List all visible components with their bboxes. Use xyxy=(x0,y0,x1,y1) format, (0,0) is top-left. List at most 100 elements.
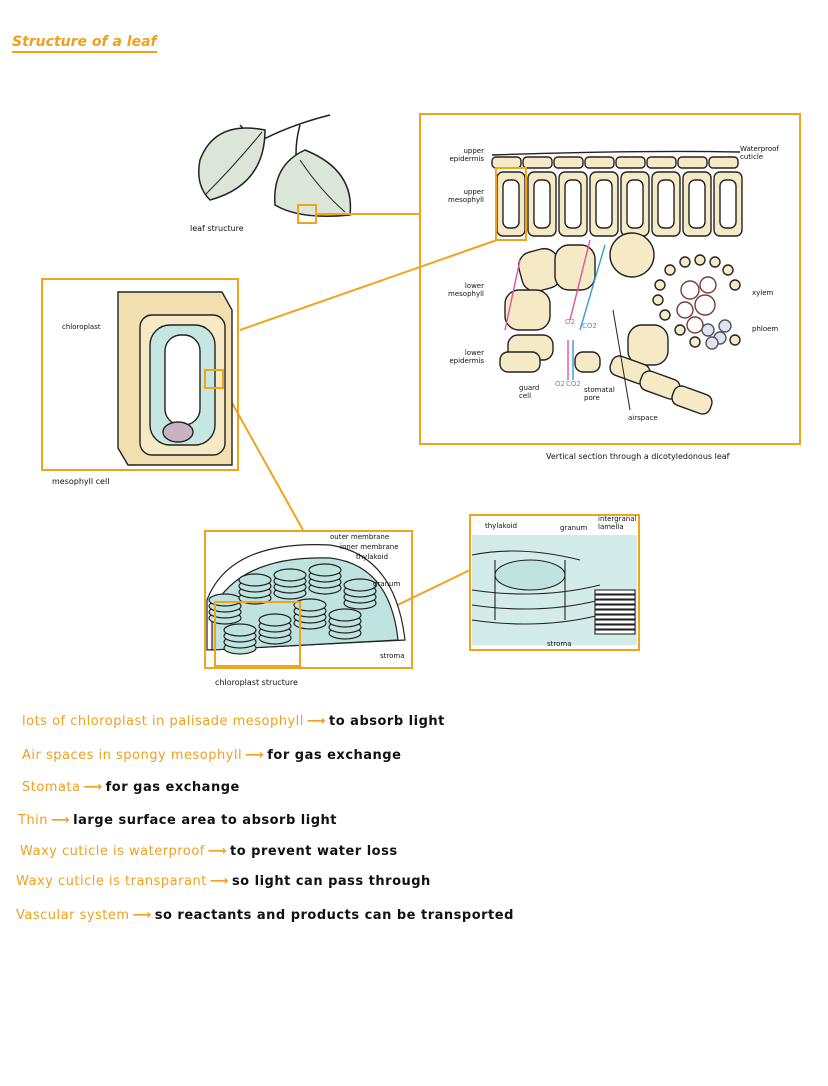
mesophyll-caption: mesophyll cell xyxy=(52,477,110,486)
vacuole xyxy=(564,179,582,229)
note-feature: Waxy cuticle is waterproof xyxy=(20,844,205,859)
label-thylakoid: thylakoid xyxy=(356,553,389,561)
label-xylem: xylem xyxy=(752,289,774,297)
note-reason: to absorb light xyxy=(329,714,445,729)
vacuole xyxy=(533,179,551,229)
zoom-label-stroma: stroma xyxy=(547,640,572,648)
mesophyll-cell-frame xyxy=(41,278,239,471)
thylakoid-disc xyxy=(328,608,362,622)
note-item: lots of chloroplast in palisade mesophyl… xyxy=(22,714,445,729)
granum-stack-layer xyxy=(594,594,636,600)
arrow-icon: ⟶ xyxy=(306,714,327,729)
epidermis-cell xyxy=(646,156,677,169)
mesophyll-cell-drawing xyxy=(117,291,233,466)
leaf-caption: leaf structure xyxy=(190,224,244,233)
vacuole xyxy=(595,179,613,229)
granum-stack-layer xyxy=(594,589,636,595)
note-item: Thin⟶large surface area to absorb light xyxy=(18,813,337,828)
epidermis-cell xyxy=(677,156,708,169)
chloroplast-label: chloroplast xyxy=(62,323,101,331)
label-cuticle: Waterproof cuticle xyxy=(740,145,779,161)
arrow-icon: ⟶ xyxy=(132,908,152,923)
zoom-label-lamella: intergranal lamella xyxy=(598,515,637,531)
label-outer-membrane: outer membrane xyxy=(330,533,390,541)
note-reason: so light can pass through xyxy=(231,874,431,889)
leaf-drawing xyxy=(198,114,352,217)
page-title: Structure of a leaf xyxy=(12,34,157,53)
granum-stack-layer xyxy=(594,604,636,610)
epidermis-cell xyxy=(615,156,646,169)
epidermis-cell xyxy=(708,156,739,169)
arrow-icon: ⟶ xyxy=(245,748,265,763)
label-stomatal-pore: stomatal pore xyxy=(584,386,615,402)
label-co2-outer: CO2 xyxy=(566,380,581,388)
label-guard-cell: guard cell xyxy=(519,384,540,400)
vacuole xyxy=(626,179,644,229)
thylakoid-disc xyxy=(238,573,272,587)
note-item: Air spaces in spongy mesophyll⟶for gas e… xyxy=(22,748,401,763)
label-o2-outer: O2 xyxy=(555,380,565,388)
vacuole xyxy=(688,179,706,229)
label-airspace: airspace xyxy=(628,414,658,422)
note-feature: Waxy cuticle is transparant xyxy=(16,874,207,889)
vacuole xyxy=(719,179,737,229)
note-reason: for gas exchange xyxy=(267,748,402,763)
note-item: Vascular system⟶so reactants and product… xyxy=(16,908,514,923)
note-reason: to prevent water loss xyxy=(229,844,398,859)
arrow-icon: ⟶ xyxy=(209,874,229,889)
note-item: Waxy cuticle is waterproof⟶to prevent wa… xyxy=(20,844,398,859)
thylakoid-disc xyxy=(258,613,292,627)
granum-marker xyxy=(214,601,301,667)
chloroplast-marker xyxy=(204,369,224,389)
note-reason: for gas exchange xyxy=(105,780,240,795)
epidermis-cell xyxy=(584,156,615,169)
label-co2-inner: CO2 xyxy=(582,322,597,330)
label-inner-membrane: inner membrane xyxy=(340,543,399,551)
label-o2-inner: O2 xyxy=(565,318,575,326)
cross-section-drawing xyxy=(491,150,743,415)
note-item: Waxy cuticle is transparant⟶so light can… xyxy=(16,874,431,889)
thylakoid-disc xyxy=(273,568,307,582)
cross-section-frame xyxy=(419,113,801,445)
thylakoid-disc xyxy=(308,563,342,577)
note-feature: Thin xyxy=(18,813,49,828)
label-lower-mesophyll: lower mesophyll xyxy=(448,282,484,298)
epidermis-cell xyxy=(553,156,584,169)
vacuole xyxy=(502,179,520,229)
label-lower-epidermis: lower epidermis xyxy=(449,349,484,365)
label-upper-mesophyll: upper mesophyll xyxy=(448,188,484,204)
granum-stack-layer xyxy=(594,609,636,615)
granum-stack-layer xyxy=(594,614,636,620)
arrow-icon: ⟶ xyxy=(83,780,103,795)
note-feature: lots of chloroplast in palisade mesophyl… xyxy=(22,714,304,729)
epidermis-cell xyxy=(522,156,553,169)
note-feature: Air spaces in spongy mesophyll xyxy=(22,748,243,763)
palisade-marker xyxy=(495,167,527,241)
label-phloem: phloem xyxy=(752,325,779,333)
granum-stack-layer xyxy=(594,624,636,630)
chloroplast-caption: chloroplast structure xyxy=(215,678,298,687)
label-upper-epidermis: upper epidermis xyxy=(449,147,484,163)
thylakoid-disc xyxy=(293,598,327,612)
section-caption: Vertical section through a dicotyledonou… xyxy=(546,452,730,461)
note-reason: large surface area to absorb light xyxy=(73,813,337,828)
note-feature: Vascular system xyxy=(16,908,130,923)
granum-stack-layer xyxy=(594,619,636,625)
note-item: Stomata⟶for gas exchange xyxy=(22,780,240,795)
thylakoid-disc xyxy=(343,578,377,592)
label-granum: granum xyxy=(373,580,401,588)
chloroplast-frame xyxy=(204,530,413,669)
zoom-label-thylakoid: thylakoid xyxy=(485,522,518,530)
thylakoid-disc xyxy=(223,623,257,637)
arrow-icon: ⟶ xyxy=(207,844,227,859)
arrow-icon: ⟶ xyxy=(51,813,71,828)
vacuole xyxy=(657,179,675,229)
granum-zoom-drawing xyxy=(471,535,637,645)
label-stroma: stroma xyxy=(380,652,405,660)
chloroplast-drawing xyxy=(206,544,406,655)
granum-stack-layer xyxy=(594,629,636,635)
note-reason: so reactants and products can be transpo… xyxy=(154,908,514,923)
granum-zoom-frame xyxy=(469,514,640,651)
granum-stack-layer xyxy=(594,599,636,605)
